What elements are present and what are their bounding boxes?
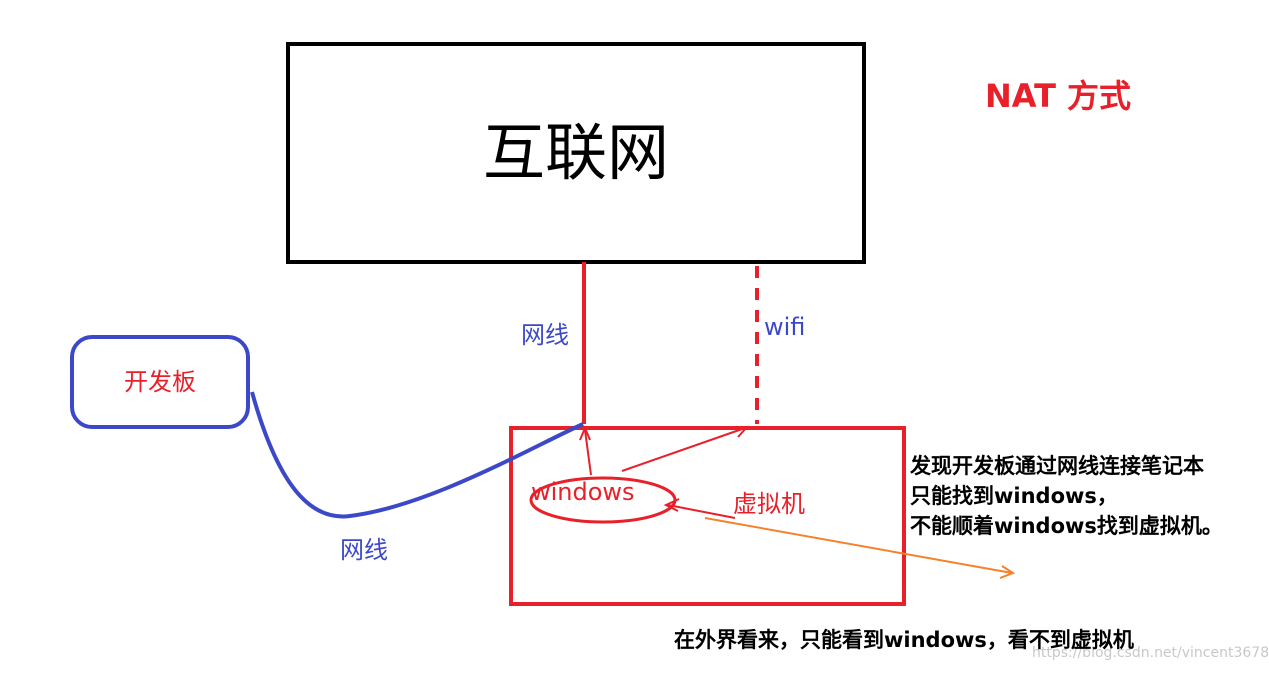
vm-to-windows-arrow <box>667 504 736 519</box>
diagram-title: NAT 方式 <box>985 77 1132 115</box>
internet-label: 互联网 <box>482 116 669 189</box>
arrowhead <box>733 425 750 438</box>
devboard-label: 开发板 <box>124 368 196 396</box>
internet-box <box>286 42 866 264</box>
devboard-box <box>70 335 250 429</box>
watermark: https://blog.csdn.net/vincent3678 <box>1032 645 1269 661</box>
cable-label-bottom: 网线 <box>340 536 388 564</box>
note-pointer-line <box>704 517 1013 574</box>
bottom-note: 在外界看来，只能看到windows，看不到虚拟机 <box>674 628 1134 652</box>
note-line: 发现开发板通过网线连接笔记本 <box>910 454 1204 478</box>
windows-label: windows <box>531 478 635 506</box>
note-line: 不能顺着windows找到虚拟机。 <box>910 513 1223 538</box>
arrowhead <box>579 425 591 441</box>
cable-label-top: 网线 <box>521 321 569 349</box>
windows-to-wifi-line <box>621 427 746 472</box>
windows-to-cable-arrow <box>584 429 592 476</box>
devboard-cable <box>250 391 584 519</box>
arrowhead <box>999 565 1016 579</box>
laptop-box <box>509 426 906 606</box>
explanation-note: 发现开发板通过网线连接笔记本 只能找到windows， 不能顺着windows找… <box>910 452 1223 541</box>
wifi-label: wifi <box>764 313 806 341</box>
note-line: 只能找到windows， <box>910 483 1118 508</box>
arrowhead <box>663 498 680 512</box>
vm-label: 虚拟机 <box>733 490 805 518</box>
